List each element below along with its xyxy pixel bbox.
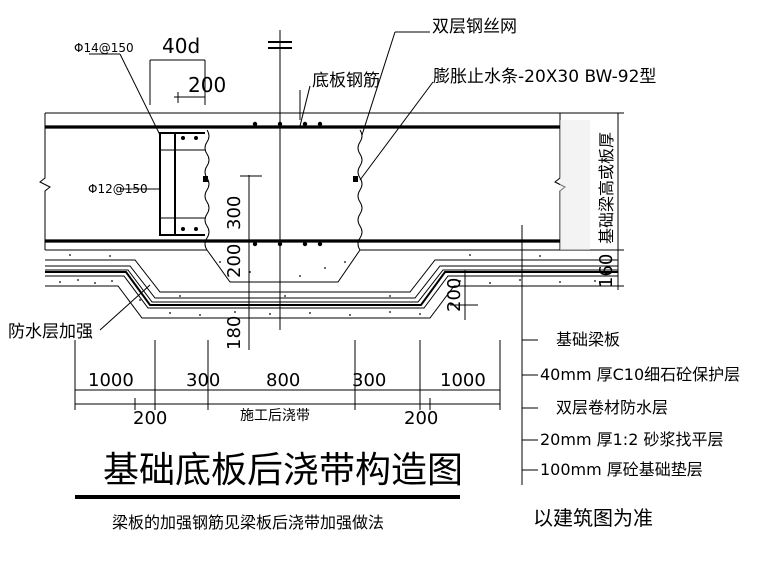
wire-mesh-lines <box>204 129 363 251</box>
label-dim-300: 300 <box>224 196 245 230</box>
label-dim-160: 160 <box>596 254 617 288</box>
dim-1000-left: 1000 <box>88 370 134 391</box>
label-bottom-rebar: 底板钢筋 <box>312 71 380 91</box>
label-dim-180: 180 <box>224 316 245 350</box>
leaders <box>89 31 624 485</box>
dim-300-right: 300 <box>352 370 386 391</box>
depression-layers <box>45 249 618 319</box>
label-waterstop: 膨胀止水条-20X30 BW-92型 <box>433 67 656 87</box>
label-pour-strip: 施工后浇带 <box>240 408 310 424</box>
label-rebar-d14: Φ14@150 <box>74 41 134 55</box>
dim-200-bottom-right: 200 <box>404 408 438 429</box>
label-waterproof-reinforce: 防水层加强 <box>8 322 93 342</box>
legend-item-3: 双层卷材防水层 <box>556 398 668 417</box>
drawing-subtitle: 梁板的加强钢筋见梁板后浇带加强做法 <box>112 513 384 532</box>
drawing-title: 基础底板后浇带构造图 <box>103 450 463 491</box>
bottom-dim-lines <box>74 340 501 410</box>
break-symbol <box>268 30 301 330</box>
dim-1000-right: 1000 <box>440 370 486 391</box>
legend-item-2: 40mm 厚C10细石砼保护层 <box>540 365 740 384</box>
label-right-dim: 基础梁高或板厚 <box>597 132 616 244</box>
legend-item-4: 20mm 厚1:2 砂浆找平层 <box>540 430 723 449</box>
label-rebar-d12: Φ12@150 <box>88 182 148 196</box>
legend-item-5: 100mm 厚砼基础垫层 <box>540 460 703 479</box>
label-dim-200-v: 200 <box>224 244 245 278</box>
legend-item-1: 基础梁板 <box>556 330 620 349</box>
label-40d: 40d <box>162 34 200 58</box>
dim-200-bottom-left: 200 <box>133 408 167 429</box>
side-note: 以建筑图为准 <box>533 506 653 530</box>
dim-300-left: 300 <box>186 370 220 391</box>
label-double-wire-mesh: 双层钢丝网 <box>432 17 517 37</box>
main-rebars <box>45 121 560 247</box>
left-stirrup <box>159 132 358 236</box>
label-dim-200-right: 200 <box>444 278 465 312</box>
slab-outline <box>39 112 618 251</box>
dim-800: 800 <box>266 370 300 391</box>
label-200-top: 200 <box>188 73 226 97</box>
